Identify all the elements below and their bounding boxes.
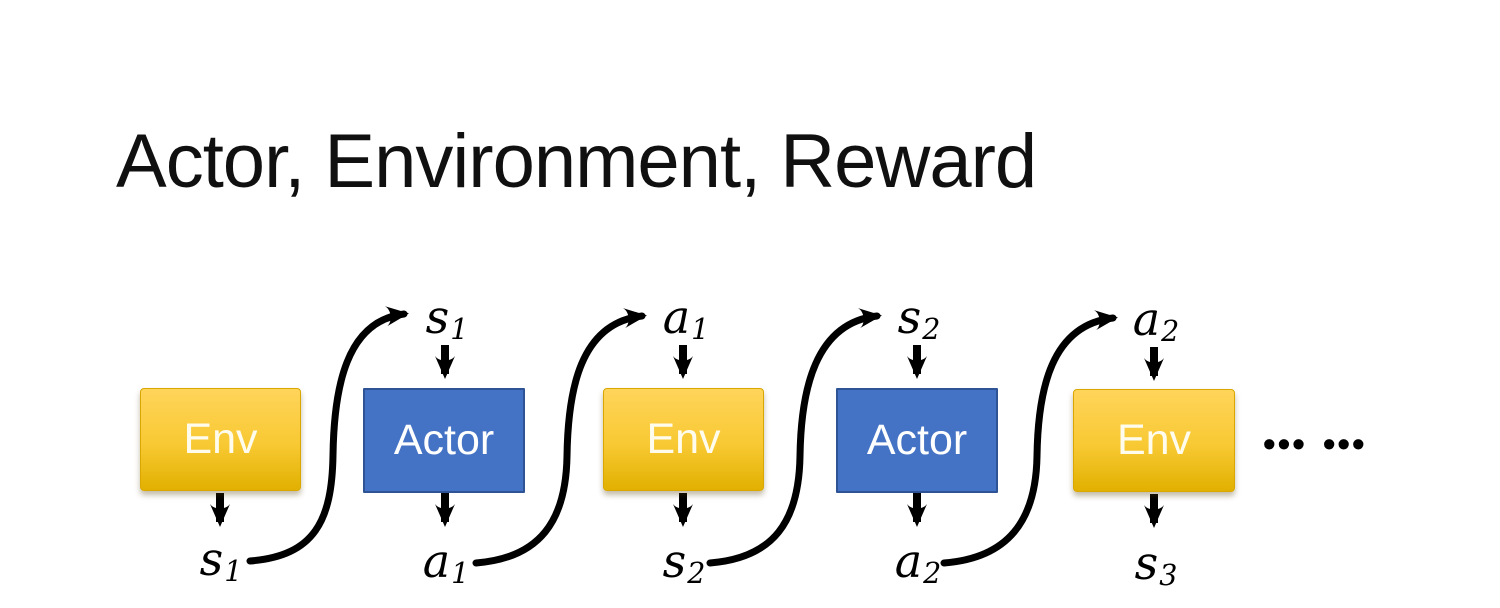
env-box-3-label: Env (1116, 416, 1192, 464)
action-label-a2-top: a2 (1133, 296, 1180, 347)
label-sub: 1 (451, 557, 470, 591)
label-sub: 1 (224, 555, 243, 589)
state-label-s2-bottom: s2 (663, 538, 706, 589)
page-title: Actor, Environment, Reward (116, 119, 1037, 204)
label-base: a (1132, 292, 1161, 346)
state-label-s3-bottom: s3 (1135, 540, 1178, 591)
label-sub: 2 (923, 557, 942, 591)
label-sub: 1 (691, 313, 710, 347)
env-box-1: Env (140, 388, 301, 491)
label-base: a (894, 534, 923, 588)
state-label-s1-top: s1 (426, 294, 469, 345)
label-base: a (662, 290, 691, 344)
label-sub: 2 (687, 557, 706, 591)
state-label-s1-bottom: s1 (200, 536, 243, 587)
actor-box-2-label: Actor (866, 416, 968, 464)
label-sub: 1 (450, 313, 469, 347)
label-base: s (1134, 536, 1159, 590)
label-base: s (425, 290, 450, 344)
action-label-a2-bottom: a2 (895, 538, 942, 589)
env-box-1-label: Env (183, 415, 258, 463)
action-label-a1-bottom: a1 (423, 538, 470, 589)
label-sub: 3 (1159, 559, 1178, 593)
label-base: s (662, 534, 687, 588)
label-base: s (199, 532, 224, 586)
label-base: a (422, 534, 451, 588)
state-label-s2-top: s2 (898, 294, 941, 345)
label-sub: 2 (922, 313, 941, 347)
actor-box-2: Actor (836, 388, 998, 493)
actor-box-1-label: Actor (393, 416, 495, 464)
actor-box-1: Actor (363, 388, 525, 493)
env-box-2-label: Env (646, 415, 721, 463)
continuation-dots: ••• ••• (1263, 423, 1367, 464)
env-box-3: Env (1073, 389, 1235, 492)
label-sub: 2 (1161, 315, 1180, 349)
label-base: s (897, 290, 922, 344)
action-label-a1-top: a1 (663, 294, 710, 345)
env-box-2: Env (603, 388, 764, 491)
